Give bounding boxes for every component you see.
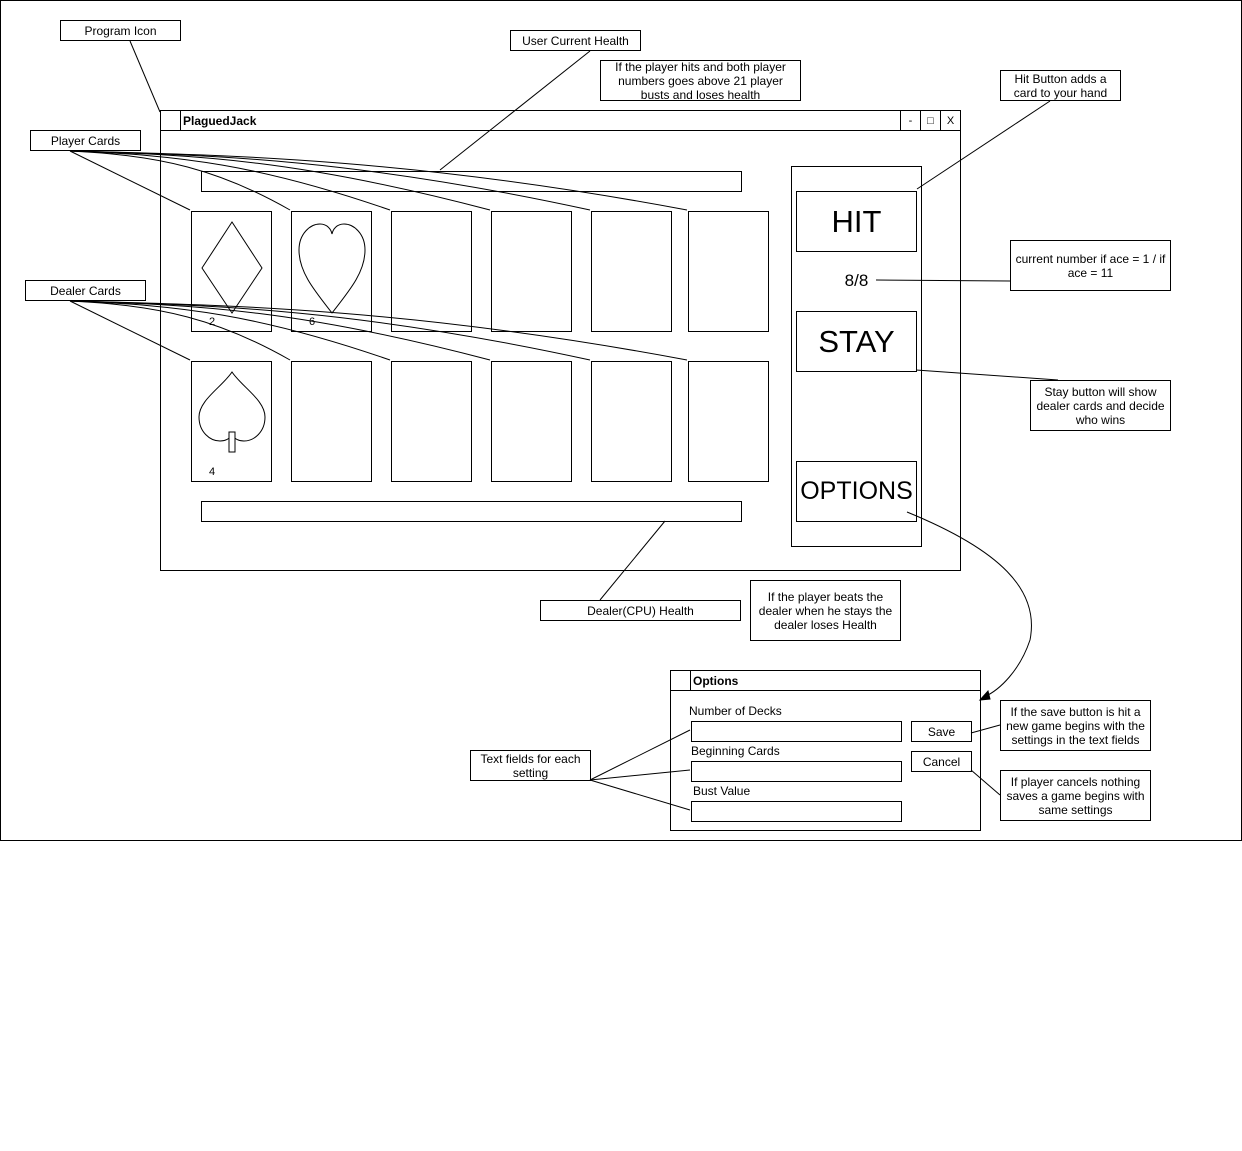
dealer-card-slot-5 [591, 361, 672, 482]
dealer-rule-note: If the player beats the dealer when he s… [750, 580, 901, 641]
options-button[interactable]: OPTIONS [796, 461, 917, 522]
game-window: PlaguedJack - □ X 2 6 4 HIT 8/8 [160, 110, 961, 571]
bust-rule-note: If the player hits and both player numbe… [600, 60, 801, 102]
diamond-icon [201, 221, 263, 314]
options-title-bar: Options [671, 671, 980, 691]
dealer-health-note: Dealer(CPU) Health [540, 600, 741, 621]
dealer-card-1-value: 4 [209, 466, 216, 478]
window-title: PlaguedJack [183, 114, 257, 128]
program-icon-note: Program Icon [60, 20, 181, 41]
options-title: Options [693, 674, 739, 688]
hit-note: Hit Button adds a card to your hand [1000, 70, 1121, 101]
dealer-card-slot-2 [291, 361, 372, 482]
player-card-slot-4 [491, 211, 572, 332]
hand-count: 8/8 [844, 271, 869, 290]
bust-value-label: Bust Value [693, 784, 751, 798]
player-card-1-value: 2 [209, 316, 216, 328]
minimize-button[interactable]: - [900, 111, 920, 131]
dealer-card-slot-3 [391, 361, 472, 482]
dealer-card-slot-6 [688, 361, 769, 482]
dealer-health-bar [201, 501, 742, 522]
player-card-1: 2 [191, 211, 272, 332]
number-of-decks-field[interactable] [691, 721, 902, 742]
save-button[interactable]: Save [911, 721, 972, 742]
dealer-cards-note: Dealer Cards [25, 280, 146, 301]
hit-button[interactable]: HIT [796, 191, 917, 252]
player-card-slot-6 [688, 211, 769, 332]
options-dialog-icon [671, 671, 691, 691]
control-panel: HIT 8/8 STAY OPTIONS [791, 166, 922, 547]
player-health-bar [201, 171, 742, 192]
title-bar: PlaguedJack - □ X [161, 111, 960, 131]
player-cards-note: Player Cards [30, 130, 141, 151]
stay-note: Stay button will show dealer cards and d… [1030, 380, 1171, 431]
program-icon [161, 111, 181, 131]
player-card-slot-3 [391, 211, 472, 332]
maximize-button[interactable]: □ [920, 111, 940, 131]
dealer-card-slot-4 [491, 361, 572, 482]
player-card-2: 6 [291, 211, 372, 332]
text-fields-note: Text fields for each setting [470, 750, 591, 781]
cancel-button[interactable]: Cancel [911, 751, 972, 772]
heart-icon [298, 223, 366, 314]
beginning-cards-label: Beginning Cards [691, 744, 780, 758]
save-note: If the save button is hit a new game beg… [1000, 700, 1151, 751]
options-dialog: Options Number of Decks Beginning Cards … [670, 670, 981, 831]
bust-value-field[interactable] [691, 801, 902, 822]
beginning-cards-field[interactable] [691, 761, 902, 782]
spade-icon [198, 371, 266, 453]
user-health-note: User Current Health [510, 30, 641, 51]
cancel-note: If player cancels nothing saves a game b… [1000, 770, 1151, 821]
ace-note: current number if ace = 1 / if ace = 11 [1010, 240, 1171, 291]
player-card-2-value: 6 [309, 316, 316, 328]
stay-button[interactable]: STAY [796, 311, 917, 372]
number-of-decks-label: Number of Decks [689, 704, 782, 718]
dealer-card-1: 4 [191, 361, 272, 482]
close-button[interactable]: X [940, 111, 960, 131]
player-card-slot-5 [591, 211, 672, 332]
